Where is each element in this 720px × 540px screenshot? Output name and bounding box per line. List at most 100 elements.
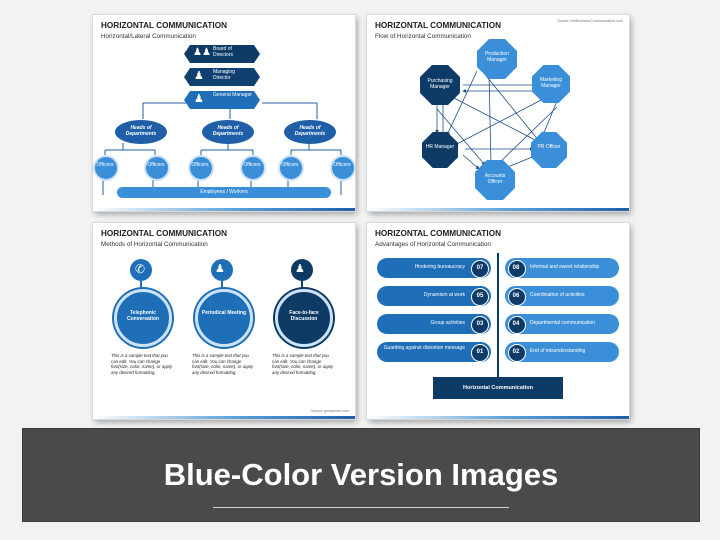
officer-circle — [188, 155, 214, 181]
slide-subtitle: Horizontal/Lateral Communication — [101, 33, 196, 40]
advantage-right-pill — [505, 342, 619, 362]
method-ring — [114, 289, 172, 347]
advantage-num: 06 — [512, 293, 520, 299]
method-sample: This is a sample text that you can edit.… — [111, 353, 173, 376]
discussion-icon: ♟ — [295, 263, 305, 275]
slide-accent-bar — [367, 416, 629, 419]
managing-label: Managing Director — [213, 69, 235, 81]
node-production — [477, 39, 517, 79]
slide-accent-bar — [93, 208, 355, 211]
method-ring — [195, 289, 253, 347]
meeting-icon: ♟ — [215, 263, 225, 275]
advantage-left-label: Group activities — [430, 320, 465, 326]
slide-accent-bar — [93, 416, 355, 419]
advantage-num-badge — [508, 288, 526, 306]
officer-circle — [144, 155, 170, 181]
source-note: Source: theBusinessCommunication.com — [557, 19, 623, 23]
advantage-right-label: Coordination of activities — [530, 292, 585, 298]
employees-bar — [117, 187, 331, 198]
advantage-num-badge — [471, 316, 489, 334]
advantage-right-pill — [505, 314, 619, 334]
advantage-left-label: Hindering bureaucracy — [414, 264, 465, 270]
flow-arrows — [435, 66, 558, 170]
slide-title: HORIZONTAL COMMUNICATION — [101, 229, 227, 238]
method-label-1: Telephonic Conversation — [127, 310, 159, 322]
heads-ellipse-1 — [115, 120, 167, 144]
advantage-num: 04 — [512, 321, 520, 327]
advantages-footer-box — [433, 377, 563, 399]
advantage-num: 03 — [476, 321, 484, 327]
method-sample: This is a sample text that you can edit.… — [272, 353, 334, 376]
officer-circle — [93, 155, 119, 181]
officer-circle — [240, 155, 266, 181]
advantage-right-label: End of misunderstanding — [530, 348, 586, 354]
employees-label: Employees / Workers — [200, 189, 248, 195]
method-icon-circle — [130, 259, 152, 281]
node-hr-label: HR Manager — [425, 144, 455, 150]
advantage-left-pill — [377, 342, 491, 362]
advantage-right-pill — [505, 286, 619, 306]
heads-label-2: Heads of Departments — [212, 125, 244, 137]
slide-title: HORIZONTAL COMMUNICATION — [375, 21, 501, 30]
banner-title: Blue-Color Version Images — [163, 457, 559, 492]
advantage-num-badge — [471, 344, 489, 362]
slide-methods[interactable]: HORIZONTAL COMMUNICATION Methods of Hori… — [93, 223, 355, 419]
org-connectors — [102, 102, 342, 195]
officer-label: Officers — [333, 162, 351, 168]
officer-label: Officers — [147, 162, 165, 168]
node-marketing — [532, 65, 570, 103]
advantage-left-pill — [377, 314, 491, 334]
heads-ellipse-2 — [202, 120, 254, 144]
heads-ellipse-3 — [284, 120, 336, 144]
node-accounts-label: Accounts Officer — [484, 173, 506, 185]
advantage-right-pill — [505, 258, 619, 278]
advantage-num-badge — [471, 260, 489, 278]
source-note: Source: getuplearn.com — [310, 409, 349, 413]
advantage-right-label: Departmental communication — [530, 320, 596, 326]
officer-label: Officers — [281, 162, 299, 168]
method-label-3: Face-to-face Discussion — [289, 310, 319, 322]
banner: Blue-Color Version Images — [22, 428, 700, 522]
person-icon: ♟ — [194, 70, 204, 82]
officer-label: Officers — [96, 162, 114, 168]
manager-icon: ♟ — [194, 93, 204, 105]
node-hr — [422, 132, 458, 168]
officer-circle — [278, 155, 304, 181]
advantage-num: 01 — [476, 349, 484, 355]
method-ring — [275, 289, 333, 347]
method-stem — [140, 281, 142, 291]
center-divider — [497, 253, 499, 377]
advantage-left-label: Guarding against distortion message — [383, 345, 465, 351]
board-label: Board of Directors — [213, 46, 234, 58]
method-stem — [221, 281, 223, 291]
node-production-label: Production Manager — [485, 51, 509, 63]
node-accounts — [475, 160, 515, 200]
slide-flow[interactable]: HORIZONTAL COMMUNICATION Flow of Horizon… — [367, 15, 629, 211]
banner-underline — [213, 507, 509, 508]
node-pr-label: PR Officer — [537, 144, 561, 150]
officer-label: Officers — [243, 162, 261, 168]
phone-icon: ✆ — [135, 262, 146, 276]
method-label-2: Periodical Meeting — [201, 310, 247, 316]
slide-org-chart[interactable]: HORIZONTAL COMMUNICATION Horizontal/Late… — [93, 15, 355, 211]
method-sample: This is a sample text that you can edit.… — [192, 353, 254, 376]
heads-label-1: Heads of Departments — [125, 125, 157, 137]
officer-circle — [330, 155, 355, 181]
officer-label: Officers — [191, 162, 209, 168]
node-purchasing-label: Purchasing Manager — [427, 78, 453, 90]
slide-subtitle: Flow of Horizontal Communication — [375, 33, 471, 40]
advantage-num-badge — [508, 316, 526, 334]
advantage-left-pill — [377, 258, 491, 278]
people-icon: ♟♟ — [193, 47, 211, 58]
slide-advantages[interactable]: HORIZONTAL COMMUNICATION Advantages of H… — [367, 223, 629, 419]
advantage-left-label: Dynamism at work — [423, 292, 465, 298]
node-purchasing — [420, 65, 460, 105]
board-box — [184, 45, 260, 63]
managing-box — [184, 68, 260, 86]
method-icon-circle — [291, 259, 313, 281]
advantage-num: 05 — [476, 293, 484, 299]
node-marketing-label: Marketing Manager — [540, 77, 562, 89]
method-stem — [301, 281, 303, 291]
advantage-right-label: Informal and sweet relationship — [530, 264, 600, 270]
slide-title: HORIZONTAL COMMUNICATION — [375, 229, 501, 238]
